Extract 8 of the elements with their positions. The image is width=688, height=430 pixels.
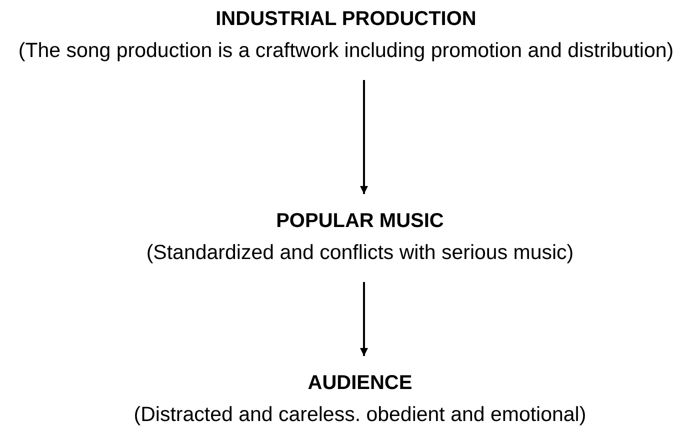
heading-text: AUDIENCE: [308, 371, 412, 396]
arrow: [360, 80, 368, 194]
description-text: (Distracted and careless. obedient and emotional): [134, 402, 586, 428]
description-text: (The song production is a craftwork including promotion and distribution): [18, 38, 674, 64]
description-text: (Standardized and conflicts with serious music): [146, 240, 574, 266]
arrow: [360, 282, 368, 356]
heading-text: INDUSTRIAL PRODUCTION: [216, 7, 476, 32]
heading-text: POPULAR MUSIC: [276, 209, 444, 234]
